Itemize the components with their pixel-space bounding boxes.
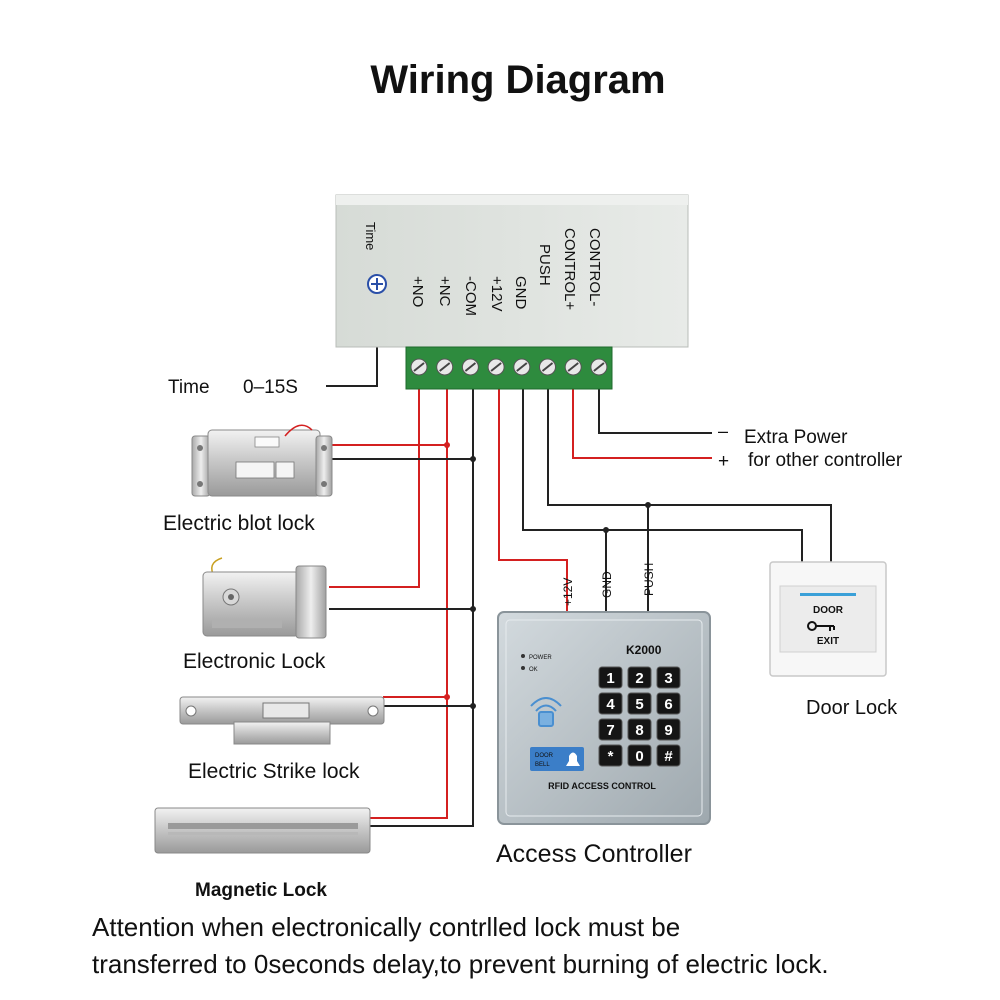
keypad-key[interactable]: # (656, 744, 681, 767)
keypad-key[interactable]: 3 (656, 666, 681, 689)
screw-terminal-icon (436, 358, 454, 376)
keypad-footer: RFID ACCESS CONTROL (548, 781, 656, 791)
access-controller-keypad: K2000 POWER OK DOOR BELL 1 2 3 4 5 6 7 8 9 * 0 # RF… (497, 611, 711, 825)
keypad-key-label: # (664, 748, 673, 765)
terminal-label-nc: +NC (436, 276, 453, 307)
junction-dots (444, 442, 651, 709)
ok-led (521, 666, 525, 670)
controller-wire-labels: +12V GND PUSH (561, 563, 656, 606)
extra-power-line1: Extra Power (744, 427, 848, 448)
screw-terminal-icon (564, 358, 582, 376)
keypad-key-label: 1 (606, 670, 614, 687)
adjust-screw-icon[interactable] (367, 274, 387, 294)
keypad-keys: 1 2 3 4 5 6 7 8 9 * 0 # (598, 666, 681, 767)
attention-line1: Attention when electronically contrlled … (92, 912, 680, 942)
keypad-key[interactable]: 7 (598, 718, 623, 741)
power-led-label: POWER (529, 655, 552, 661)
terminal-label-control-minus: CONTROL- (586, 228, 603, 306)
terminal-label-push: PUSH (536, 244, 553, 286)
electric-bolt-lock (191, 424, 333, 497)
wire-control-minus (598, 378, 712, 434)
doorbell-line2: BELL (535, 762, 550, 768)
time-adjust-label: Time (363, 222, 378, 250)
wire-push (547, 378, 832, 562)
terminal-label-12v: +12V (488, 276, 505, 311)
keypad-key[interactable]: 2 (627, 666, 652, 689)
magnetic-lock (154, 807, 371, 854)
wire-label-gnd: GND (600, 571, 614, 598)
keypad-model: K2000 (626, 643, 662, 657)
screw-terminal-icon (513, 358, 531, 376)
terminal-label-gnd: GND (512, 276, 529, 310)
door-exit-button: DOOR EXIT (769, 561, 887, 677)
wire-gnd (522, 378, 803, 562)
doorbell-line1: DOOR (535, 753, 554, 759)
extra-power-minus: – (718, 421, 728, 441)
terminal-labels: +NO +NC -COM +12V GND PUSH CONTROL+ CONT… (409, 228, 603, 316)
wire-nc (369, 378, 448, 819)
electric-strike-lock (179, 696, 385, 745)
keypad-key[interactable]: 8 (627, 718, 652, 741)
wires (326, 345, 832, 827)
extra-power-line2: for other controller (748, 450, 903, 471)
keypad-key[interactable]: 5 (627, 692, 652, 715)
screw-terminal-icon (539, 358, 556, 376)
extra-power-plus: + (718, 451, 729, 472)
key-icon (807, 621, 835, 631)
wire-com (369, 378, 474, 827)
wire-control-plus (572, 378, 712, 459)
screw-terminal-icon (487, 358, 505, 376)
keypad-key-label: 3 (664, 670, 672, 687)
keypad-key-label: 4 (606, 696, 615, 713)
screw-terminal-icon (410, 358, 428, 376)
keypad-key[interactable]: * (598, 744, 623, 767)
keypad-key-label: 6 (664, 696, 672, 713)
electronic-lock-label: Electronic Lock (183, 650, 326, 673)
terminal-label-no: +NO (409, 276, 426, 307)
keypad-key-label: 8 (635, 722, 643, 739)
keypad-key[interactable]: 9 (656, 718, 681, 741)
door-lock-label: Door Lock (806, 697, 898, 719)
keypad-key[interactable]: 0 (627, 744, 652, 767)
rfid-icon (530, 697, 562, 727)
wire-no (329, 378, 420, 588)
page-title: Wiring Diagram (370, 58, 665, 102)
wire-label-12v: +12V (561, 578, 575, 606)
time-range-label: Time (168, 377, 210, 398)
exit-button-line1: DOOR (813, 605, 844, 616)
power-led (521, 654, 525, 658)
keypad-key-label: 9 (664, 722, 672, 739)
keypad-key-label: * (608, 748, 614, 765)
terminal-label-control-plus: CONTROL+ (561, 228, 578, 310)
keypad-key[interactable]: 1 (598, 666, 623, 689)
magnetic-lock-label: Magnetic Lock (195, 880, 327, 901)
keypad-key-label: 5 (635, 696, 643, 713)
bell-icon (566, 752, 580, 766)
keypad-key[interactable]: 6 (656, 692, 681, 715)
electric-strike-lock-label: Electric Strike lock (188, 760, 360, 783)
keypad-key-label: 0 (635, 748, 643, 765)
power-supply: Time +NO +NC -COM +12V GND PUSH CONTROL+… (335, 194, 689, 390)
wire-12v (498, 378, 568, 612)
electronic-lock (202, 557, 327, 639)
ok-led-label: OK (529, 667, 538, 673)
time-range-value: 0–15S (243, 377, 298, 398)
keypad-key[interactable]: 4 (598, 692, 623, 715)
terminal-label-com: -COM (462, 276, 479, 316)
attention-line2: transferred to 0seconds delay,to prevent… (92, 949, 829, 979)
terminal-screws (410, 358, 608, 376)
screw-terminal-icon (590, 358, 608, 376)
doorbell-button[interactable]: DOOR BELL (530, 747, 584, 771)
electric-bolt-lock-label: Electric blot lock (163, 512, 315, 535)
time-pointer-line (326, 345, 378, 387)
wire-label-push: PUSH (642, 563, 656, 596)
access-controller-label: Access Controller (496, 840, 692, 868)
keypad-key-label: 2 (635, 670, 643, 687)
screw-terminal-icon (461, 358, 479, 376)
exit-button-line2: EXIT (817, 636, 839, 647)
keypad-key-label: 7 (606, 722, 614, 739)
